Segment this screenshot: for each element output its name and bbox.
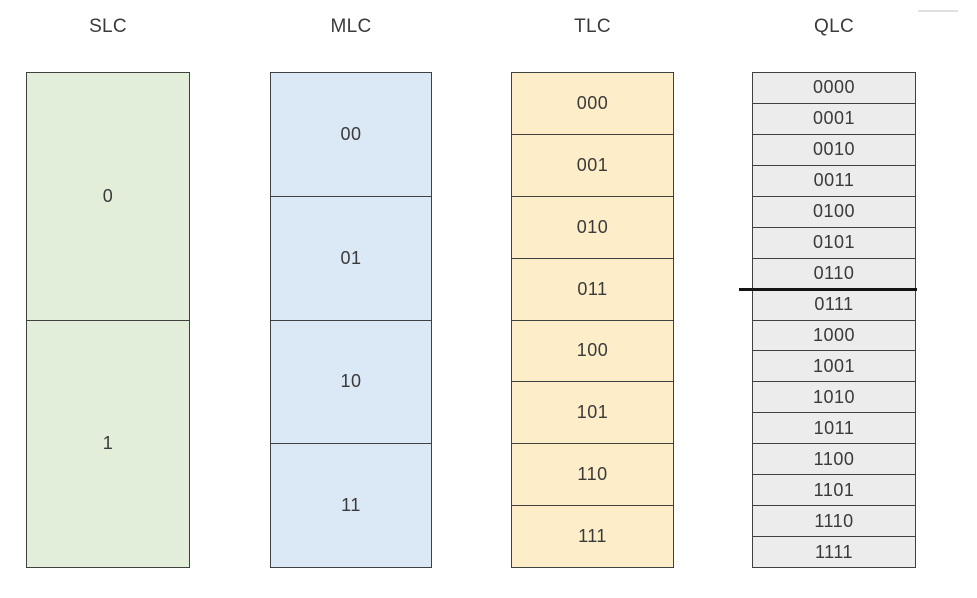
cell-qlc-0011: 0011 — [753, 164, 915, 196]
cell-qlc-1100: 1100 — [753, 443, 915, 474]
cell-tlc-111: 111 — [512, 505, 673, 567]
cell-qlc-0010: 0010 — [753, 133, 915, 165]
mlc-cell-stack: 00 01 10 11 — [270, 72, 432, 568]
column-title-mlc: MLC — [330, 16, 372, 37]
cell-mlc-01: 01 — [271, 195, 431, 320]
cell-qlc-0110: 0110 — [753, 257, 915, 289]
cell-tlc-010: 010 — [512, 195, 673, 258]
cell-tlc-110: 110 — [512, 443, 673, 505]
column-slc: SLC 0 1 — [26, 0, 190, 598]
cell-qlc-1010: 1010 — [753, 381, 915, 412]
column-title-tlc: TLC — [574, 16, 611, 37]
cell-qlc-1011: 1011 — [753, 412, 915, 443]
cell-qlc-1101: 1101 — [753, 474, 915, 505]
cell-qlc-0101: 0101 — [753, 226, 915, 258]
column-qlc: QLC 0000 0001 0010 0011 0100 0101 0110 0… — [739, 0, 917, 598]
qlc-cell-stack: 0000 0001 0010 0011 0100 0101 0110 0111 … — [739, 72, 917, 568]
column-title-qlc: QLC — [814, 16, 854, 37]
column-tlc: TLC 000 001 010 011 100 101 110 111 — [511, 0, 674, 598]
cell-slc-1: 1 — [27, 319, 189, 568]
tlc-cell-stack: 000 001 010 011 100 101 110 111 — [511, 72, 674, 568]
cell-qlc-1111: 1111 — [753, 536, 915, 567]
cell-tlc-100: 100 — [512, 319, 673, 382]
stray-artifact-line — [918, 10, 958, 12]
cell-mlc-11: 11 — [271, 443, 431, 567]
cell-qlc-1001: 1001 — [753, 350, 915, 381]
cell-tlc-011: 011 — [512, 257, 673, 320]
slc-cell-stack: 0 1 — [26, 72, 190, 568]
cell-qlc-1000: 1000 — [753, 319, 915, 351]
cell-mlc-00: 00 — [340, 123, 362, 144]
cell-qlc-1110: 1110 — [753, 505, 915, 536]
column-title-slc: SLC — [89, 16, 127, 37]
cell-tlc-001: 001 — [512, 133, 673, 196]
cell-tlc-000: 000 — [576, 92, 609, 113]
cell-tlc-101: 101 — [512, 381, 673, 443]
cell-qlc-0000: 0000 — [812, 77, 856, 98]
qlc-threshold-line — [739, 287, 917, 291]
cell-qlc-0111: 0111 — [753, 288, 915, 320]
cell-qlc-0100: 0100 — [753, 195, 915, 227]
cell-slc-0: 0 — [102, 185, 114, 206]
column-mlc: MLC 00 01 10 11 — [270, 0, 432, 598]
cell-qlc-0001: 0001 — [753, 102, 915, 134]
cell-mlc-10: 10 — [271, 319, 431, 444]
